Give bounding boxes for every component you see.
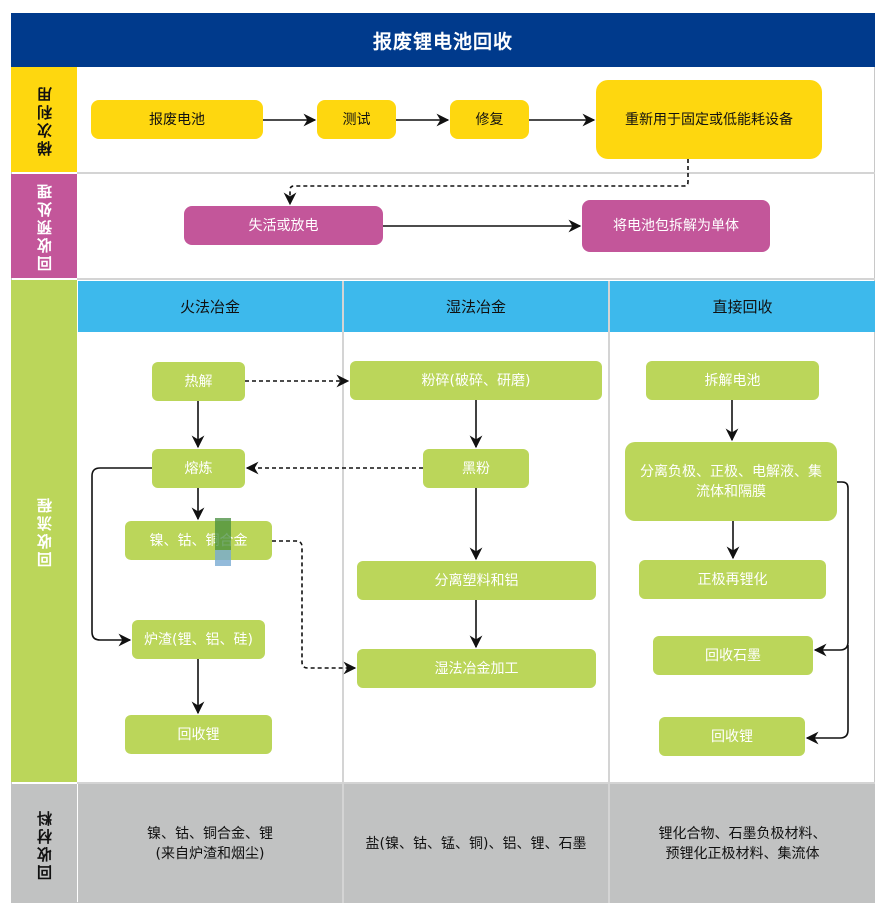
direct-step-disassemble: 拆解电池 — [646, 361, 819, 400]
row-label-process: 回收流程 — [11, 280, 77, 782]
step-scrap-battery: 报废电池 — [91, 100, 263, 139]
row-label-process-text: 回收流程 — [35, 495, 54, 567]
materials-line: 预锂化正极材料、集流体 — [665, 845, 820, 862]
pyro-step-smelting: 熔炼 — [152, 449, 245, 488]
pyro-step-recover-lithium: 回收锂 — [125, 715, 272, 754]
step-repair: 修复 — [450, 100, 529, 139]
pyro-step-slag: 炉渣(锂、铝、硅) — [132, 620, 265, 659]
row-divider — [77, 278, 875, 280]
direct-step-recover-lithium: 回收锂 — [659, 717, 805, 756]
direct-step-separate-components: 分离负极、正极、电解液、集流体和隔膜 — [625, 442, 837, 521]
row-label-pretreat: 回收预处理 — [11, 174, 77, 278]
row-label-cascade-text: 梯次利用 — [35, 83, 54, 156]
hydro-step-crushing: 粉碎(破碎、研磨) — [350, 361, 602, 400]
materials-line: 镍、钴、铜合金、锂 — [147, 825, 273, 842]
column-header-direct-recycling: 直接回收 — [610, 281, 875, 332]
pyro-step-alloy: 镍、钴、铜合金 — [125, 521, 272, 560]
hydro-step-hydro-processing: 湿法冶金加工 — [357, 649, 596, 688]
step-test: 测试 — [317, 100, 396, 139]
row-divider — [77, 782, 875, 784]
step-deactivate-discharge: 失活或放电 — [184, 206, 383, 245]
column-header-hydrometallurgy: 湿法冶金 — [344, 281, 608, 332]
row-label-cascade: 梯次利用 — [11, 67, 77, 172]
row-label-materials: 回收材料 — [11, 784, 77, 903]
diagram-title: 报废锂电池回收 — [11, 13, 875, 67]
direct-step-recover-graphite: 回收石墨 — [653, 636, 813, 675]
pyro-step-pyrolysis: 热解 — [152, 362, 245, 401]
hydro-step-black-mass: 黑粉 — [423, 449, 529, 488]
materials-line: 盐(镍、钴、锰、铜)、铝、锂、石墨 — [365, 835, 587, 852]
materials-hydrometallurgy: 盐(镍、钴、锰、铜)、铝、锂、石墨 — [344, 784, 608, 903]
materials-direct-recycling: 锂化合物、石墨负极材料、预锂化正极材料、集流体 — [610, 784, 875, 903]
step-reuse: 重新用于固定或低能耗设备 — [596, 80, 822, 159]
direct-step-relithiate-cathode: 正极再锂化 — [639, 560, 826, 599]
materials-line: (来自炉渣和烟尘) — [155, 845, 265, 862]
materials-pyrometallurgy: 镍、钴、铜合金、锂 (来自炉渣和烟尘) — [78, 784, 342, 903]
hydro-step-separate-plastic-al: 分离塑料和铝 — [357, 561, 596, 600]
step-disassemble-pack: 将电池包拆解为单体 — [582, 200, 770, 252]
row-label-materials-text: 回收材料 — [35, 807, 54, 880]
materials-line: 锂化合物、石墨负极材料、 — [658, 825, 827, 842]
row-label-pretreat-text: 回收预处理 — [35, 181, 54, 271]
column-header-pyrometallurgy: 火法冶金 — [78, 281, 342, 332]
row-divider — [77, 172, 875, 174]
text-selection-highlight — [215, 518, 231, 566]
column-divider — [608, 281, 610, 903]
